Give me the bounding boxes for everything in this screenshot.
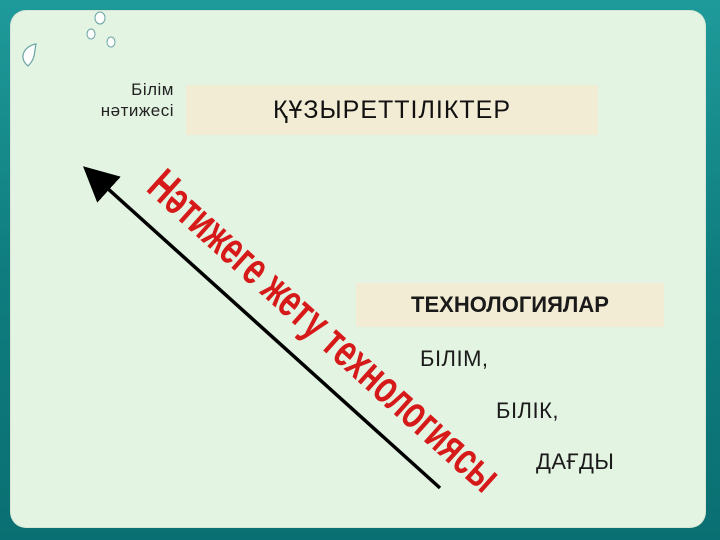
progress-arrow: [82, 166, 442, 490]
technologies-box: ТЕХНОЛОГИЯЛАР: [356, 283, 664, 327]
water-drops-decoration: [22, 11, 116, 67]
drop-small-2: [86, 28, 96, 40]
skill-habit: ДАҒДЫ: [536, 449, 615, 474]
learning-outcome-line-1: Білім: [131, 80, 174, 99]
drop-small-3: [106, 36, 116, 48]
drop-small-1: [94, 11, 106, 25]
skill-ability: БІЛІК,: [496, 398, 560, 423]
competencies-box: ҚҰЗЫРЕТТІЛІКТЕР: [186, 85, 598, 135]
drop-large: [22, 43, 37, 67]
learning-outcome-label: Білім нәтижесі: [56, 79, 174, 121]
skill-knowledge: БІЛІМ,: [420, 346, 489, 371]
diagonal-technology-label: Нәтижеге жету технологиясы: [138, 159, 511, 502]
learning-outcome-line-2: нәтижесі: [100, 101, 174, 120]
